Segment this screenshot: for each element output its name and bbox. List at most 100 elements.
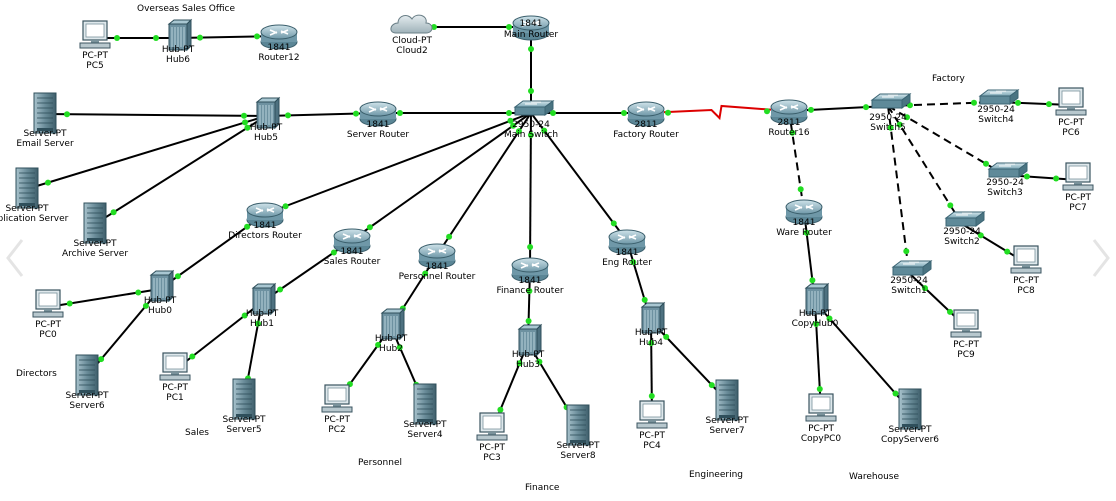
device-name-label: Switch2 <box>944 237 979 247</box>
device-model-label: Hub-PT <box>635 328 668 338</box>
pc-icon <box>1062 162 1094 191</box>
link-light-icon <box>536 358 543 365</box>
link-light-icon <box>541 127 548 134</box>
pc-icon <box>950 309 982 338</box>
link-sw5-sw3-crossover-cable[interactable] <box>887 105 1006 176</box>
link-r16-warer-crossover-cable[interactable] <box>788 110 805 212</box>
link-mains-salesr-cable[interactable] <box>351 112 532 241</box>
link-mains-finr-cable[interactable] <box>529 112 532 270</box>
link-hub4-server7-cable[interactable] <box>650 320 728 402</box>
link-sw5-sw1-crossover-cable[interactable] <box>887 105 910 274</box>
link-hub0-pc0-cable[interactable] <box>47 288 161 308</box>
device-name-label: Router12 <box>258 53 299 63</box>
link-mains-engr-cable[interactable] <box>530 112 628 242</box>
device-model-label: PC-PT <box>162 383 188 393</box>
device-name-label: Hub3 <box>516 360 540 370</box>
previous-arrow-icon[interactable] <box>6 239 24 277</box>
device-appsrv[interactable]: Server-PTApplication Server <box>0 167 69 224</box>
device-name-label: Archive Server <box>62 249 128 259</box>
group-labels: Overseas Sales Office Factory Directors … <box>16 4 966 493</box>
pc-icon <box>159 352 191 381</box>
link-light-icon <box>510 122 517 129</box>
link-email-hub5-cable[interactable] <box>44 113 267 117</box>
device-model-label: 1841 <box>367 120 390 130</box>
device-model-label: 1841 <box>268 43 291 53</box>
link-mains-dirr-cable[interactable] <box>264 112 532 215</box>
device-name-label: Eng Router <box>602 258 652 268</box>
link-hub5-serverr-cable[interactable] <box>265 112 379 117</box>
link-sw5-sw2-crossover-cable[interactable] <box>887 105 963 225</box>
switch-icon <box>870 93 912 109</box>
device-model-label: 2950-24 <box>977 105 1015 115</box>
cloud-icon <box>390 14 433 34</box>
next-arrow-icon[interactable] <box>1092 239 1110 277</box>
link-light-icon <box>971 99 977 106</box>
link-light-icon <box>527 132 534 138</box>
pc-icon <box>1055 87 1087 116</box>
link-hub1-pc1-cable[interactable] <box>174 301 263 371</box>
link-light-icon <box>983 160 989 167</box>
device-model-label: Server-PT <box>5 204 49 214</box>
server-icon <box>83 202 107 244</box>
link-light-icon <box>816 386 823 392</box>
link-mains-persr-cable[interactable] <box>436 112 532 256</box>
device-model-label: PC-PT <box>324 415 350 425</box>
device-name-label: Server8 <box>560 451 596 461</box>
link-light-icon <box>241 112 247 119</box>
link-light-icon <box>896 121 903 128</box>
device-model-label: Hub-PT <box>144 296 177 306</box>
device-model-label: 1841 <box>254 221 277 231</box>
link-archive-hub5-cable[interactable] <box>94 115 267 225</box>
link-appsrv-hub5-cable[interactable] <box>26 115 267 190</box>
link-factr-r16-serial-cable[interactable] <box>645 104 790 121</box>
link-copyhub-copypc-cable[interactable] <box>814 301 822 412</box>
link-hub0-server6-cable[interactable] <box>86 288 161 377</box>
